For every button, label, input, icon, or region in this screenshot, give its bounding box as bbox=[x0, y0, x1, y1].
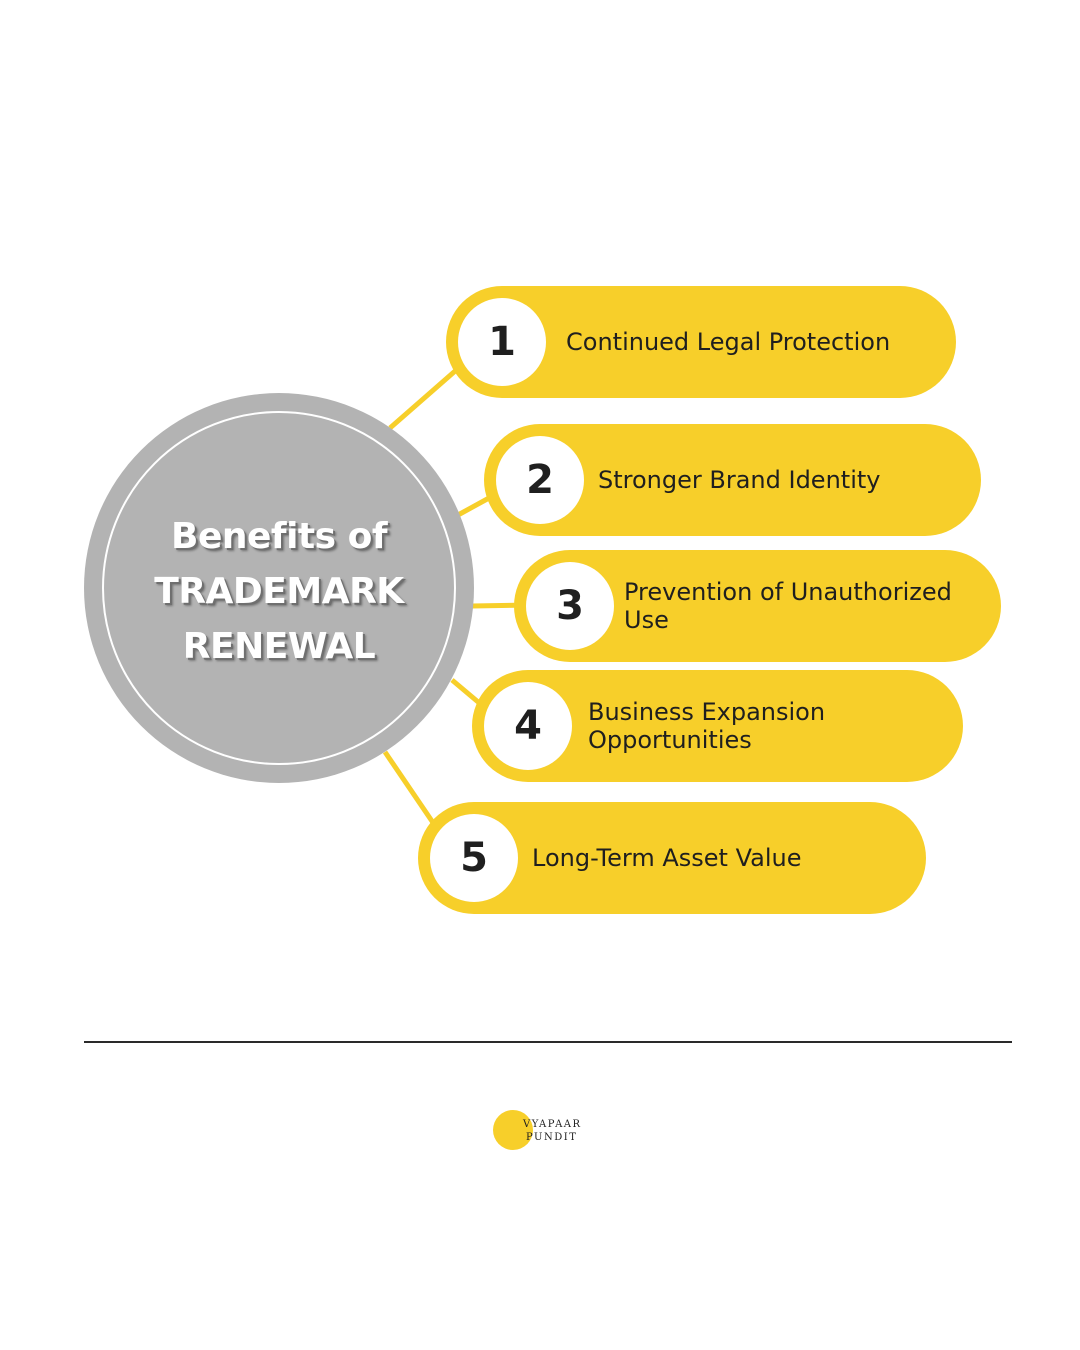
logo-dot-icon bbox=[493, 1110, 533, 1150]
benefit-number-4: 4 bbox=[484, 682, 572, 770]
benefit-pill-2: 2 Stronger Brand Identity bbox=[484, 424, 981, 536]
benefit-pill-3: 3 Prevention of Unauthorized Use bbox=[514, 550, 1001, 662]
central-topic-ring bbox=[102, 411, 456, 765]
benefit-label-4: Business Expansion Opportunities bbox=[588, 698, 826, 754]
connector-line-5 bbox=[382, 750, 441, 832]
benefit-pill-4: 4 Business Expansion Opportunities bbox=[472, 670, 963, 782]
benefit-label-5: Long-Term Asset Value bbox=[532, 844, 802, 872]
central-topic-line-2: TRADEMARK bbox=[154, 571, 404, 612]
connector-line-1 bbox=[388, 363, 464, 430]
benefit-label-1: Continued Legal Protection bbox=[566, 328, 891, 356]
benefit-number-1: 1 bbox=[458, 298, 546, 386]
central-topic-line-3: RENEWAL bbox=[182, 626, 376, 667]
central-topic-title: Benefits of TRADEMARK RENEWAL bbox=[84, 509, 474, 674]
central-topic-circle: Benefits of TRADEMARK RENEWAL bbox=[84, 393, 474, 783]
benefit-number-3: 3 bbox=[526, 562, 614, 650]
benefit-pill-1: 1 Continued Legal Protection bbox=[446, 286, 956, 398]
central-topic-line-1: Benefits of bbox=[171, 516, 387, 557]
benefit-label-3: Prevention of Unauthorized Use bbox=[624, 578, 952, 634]
logo-wordmark: VYAPAAR PUNDIT bbox=[523, 1118, 582, 1144]
benefit-number-5: 5 bbox=[430, 814, 518, 902]
brand-logo: VYAPAAR PUNDIT bbox=[493, 1110, 603, 1154]
footer-divider bbox=[84, 1041, 1012, 1043]
benefit-number-2: 2 bbox=[496, 436, 584, 524]
benefit-pill-5: 5 Long-Term Asset Value bbox=[418, 802, 926, 914]
benefit-label-2: Stronger Brand Identity bbox=[598, 466, 881, 494]
logo-line-1: VYAPAAR bbox=[523, 1119, 582, 1130]
logo-line-2: PUNDIT bbox=[526, 1132, 578, 1143]
